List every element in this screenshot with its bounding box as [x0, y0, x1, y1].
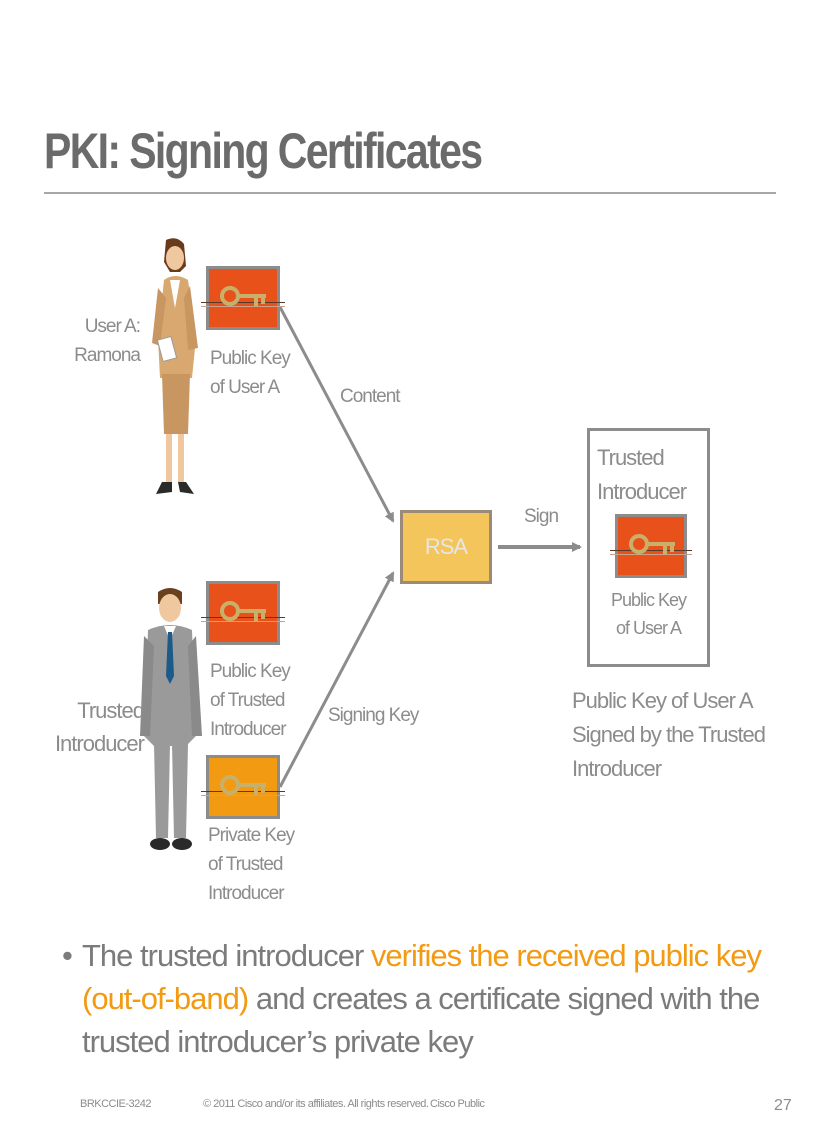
key-icon: [220, 286, 266, 306]
introducer-private-key-label: Private Key of Trusted Introducer: [208, 825, 295, 904]
user-a-public-key: [201, 266, 285, 330]
key-icon: [629, 534, 675, 554]
introducer-private-key: [201, 755, 285, 819]
footer-code: BRKCCIE-3242: [80, 1098, 152, 1110]
introducer-public-key-label: Public Key of Trusted Introducer: [210, 661, 291, 740]
introducer-figure: [140, 588, 202, 850]
certificate-header: Trusted Introducer: [597, 445, 687, 504]
certificate-caption: Public Key of User A Signed by the Trust…: [572, 688, 766, 781]
footer-classification: Cisco Public: [430, 1098, 485, 1110]
user-a-figure: [152, 238, 198, 494]
rsa-box: RSA: [400, 510, 492, 584]
user-a-public-key-label: Public Key of User A: [210, 348, 291, 398]
introducer-public-key: [201, 581, 285, 645]
title-underline: [44, 192, 776, 194]
bullet-highlight: verifies the received public key (out-of…: [82, 938, 762, 1016]
bullet-text-start: The trusted introducer: [82, 938, 371, 973]
bullet-text-end: and creates a certificate signed with th…: [82, 981, 760, 1059]
page-title: PKI: Signing Certificates: [44, 123, 483, 179]
key-icon: [220, 601, 266, 621]
bullet-point: • The trusted introducer verifies the re…: [62, 934, 782, 1063]
sign-arrow-label: Sign: [524, 506, 559, 527]
key-icon: [220, 775, 266, 795]
signing-key-arrow-label: Signing Key: [328, 705, 419, 726]
footer-copyright: © 2011 Cisco and/or its affiliates. All …: [203, 1098, 429, 1110]
certificate-frame: Trusted Introducer Public Key of User A: [587, 428, 710, 667]
content-arrow-label: Content: [340, 386, 401, 407]
page-number: 27: [774, 1097, 792, 1114]
certificate-key-label: Public Key of User A: [610, 590, 687, 638]
certificate-public-key: [610, 514, 692, 578]
content-arrow: [278, 306, 395, 523]
bullet-dot: •: [62, 938, 73, 973]
introducer-label: Trusted Introducer: [54, 698, 145, 756]
user-a-label: User A: Ramona: [74, 316, 141, 366]
signing-key-arrow: [278, 571, 395, 788]
